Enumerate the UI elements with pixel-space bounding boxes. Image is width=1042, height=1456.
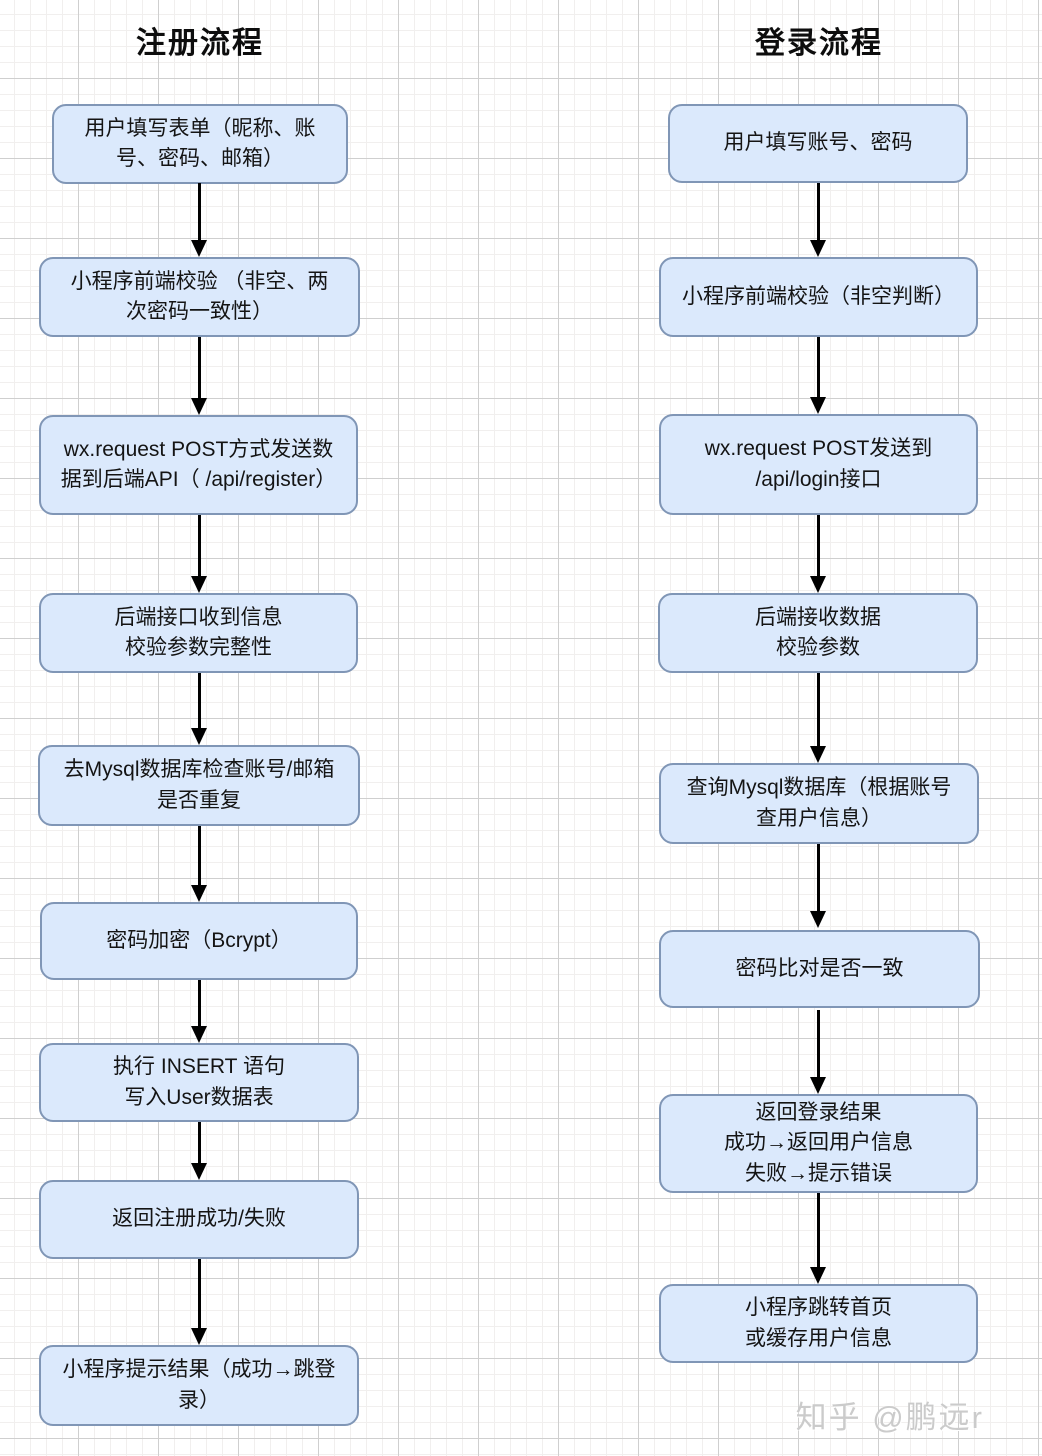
node-login-post-api: wx.request POST发送到 /api/login接口 [659, 414, 978, 515]
flow-arrow-down-icon [188, 515, 210, 593]
flow-arrow-down-icon [188, 673, 210, 745]
flow-title-register: 注册流程 [136, 27, 264, 60]
node-register-show-result: 小程序提示结果（成功→跳登 录） [39, 1345, 359, 1426]
flow-arrow-down-icon [807, 844, 829, 928]
flow-arrow-down-icon [188, 980, 210, 1043]
node-login-redirect-home: 小程序跳转首页 或缓存用户信息 [659, 1284, 978, 1363]
node-register-post-api: wx.request POST方式发送数 据到后端API（ /api/regis… [39, 415, 358, 515]
node-register-backend-receive: 后端接口收到信息 校验参数完整性 [39, 593, 358, 673]
node-register-encrypt-password: 密码加密（Bcrypt） [40, 902, 358, 980]
flow-arrow-down-icon [188, 1259, 210, 1345]
node-login-frontend-validate: 小程序前端校验（非空判断） [659, 257, 978, 337]
node-register-return-result: 返回注册成功/失败 [39, 1180, 359, 1259]
watermark: 知乎 @鹏远r [795, 1400, 984, 1435]
node-login-compare-password: 密码比对是否一致 [659, 930, 980, 1008]
node-login-backend-receive: 后端接收数据 校验参数 [658, 593, 978, 673]
flow-arrow-down-icon [807, 337, 829, 414]
node-register-frontend-validate: 小程序前端校验 （非空、两 次密码一致性） [39, 257, 360, 337]
node-login-return-result: 返回登录结果 成功→返回用户信息 失败→提示错误 [659, 1094, 978, 1193]
node-register-insert-user: 执行 INSERT 语句 写入User数据表 [39, 1043, 359, 1122]
flow-arrow-down-icon [188, 337, 210, 415]
node-register-check-duplicate: 去Mysql数据库检查账号/邮箱 是否重复 [38, 745, 360, 826]
flow-arrow-down-icon [188, 183, 210, 257]
flow-arrow-down-icon [807, 673, 829, 763]
flow-title-login: 登录流程 [755, 27, 883, 60]
flow-arrow-down-icon [807, 1193, 829, 1284]
flow-arrow-down-icon [807, 183, 829, 257]
flow-arrow-down-icon [807, 1010, 829, 1094]
node-register-fill-form: 用户填写表单（昵称、账 号、密码、邮箱） [52, 104, 348, 184]
flow-arrow-down-icon [188, 1122, 210, 1180]
flow-arrow-down-icon [188, 826, 210, 902]
flow-arrow-down-icon [807, 515, 829, 593]
node-login-query-user: 查询Mysql数据库（根据账号 查用户信息） [659, 763, 979, 844]
node-login-fill-credentials: 用户填写账号、密码 [668, 104, 968, 183]
